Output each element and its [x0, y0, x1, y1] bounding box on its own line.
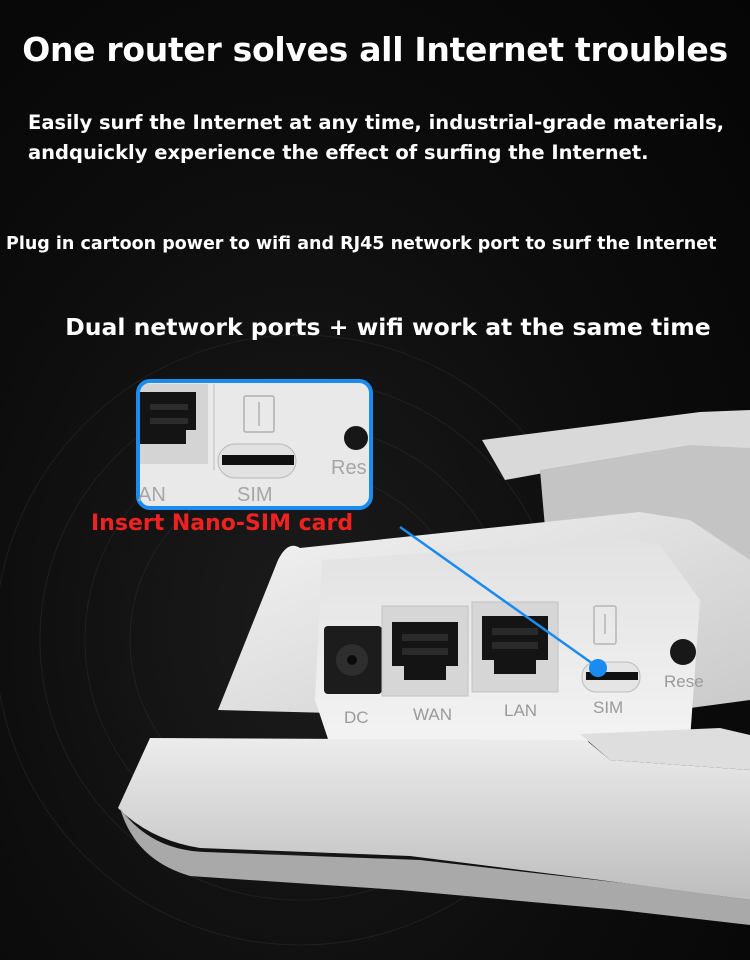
callout-connector	[399, 525, 597, 668]
sim-label: SIM	[593, 698, 624, 717]
page-headline: One router solves all Internet troubles	[22, 30, 728, 69]
dc-label: DC	[344, 708, 369, 727]
reset-label: Rese	[664, 672, 704, 691]
lan-label: LAN	[504, 701, 538, 720]
zoom-lan-label: AN	[138, 484, 166, 506]
zoom-sim-label: SIM	[237, 484, 273, 506]
dual-ports-caption: Dual network ports + wifi work at the sa…	[65, 313, 711, 341]
device-front-tray	[118, 738, 750, 900]
lan-port-icon	[471, 601, 559, 693]
intro-line-2: andquickly experience the effect of surf…	[28, 141, 649, 164]
intro-paragraph: Easily surf the Internet at any time, in…	[28, 108, 748, 168]
wan-port-icon	[381, 605, 469, 697]
zoom-reset-label: Res	[331, 457, 367, 479]
insert-sim-label: Insert Nano-SIM card	[91, 511, 354, 536]
dc-jack-icon	[324, 626, 382, 694]
reset-button-icon	[670, 639, 696, 665]
sim-zoom-callout	[136, 379, 373, 510]
plug-caption: Plug in cartoon power to wifi and RJ45 n…	[6, 234, 717, 254]
callout-dot	[589, 659, 607, 677]
wan-label: WAN	[413, 705, 453, 724]
intro-line-1: Easily surf the Internet at any time, in…	[28, 111, 725, 134]
